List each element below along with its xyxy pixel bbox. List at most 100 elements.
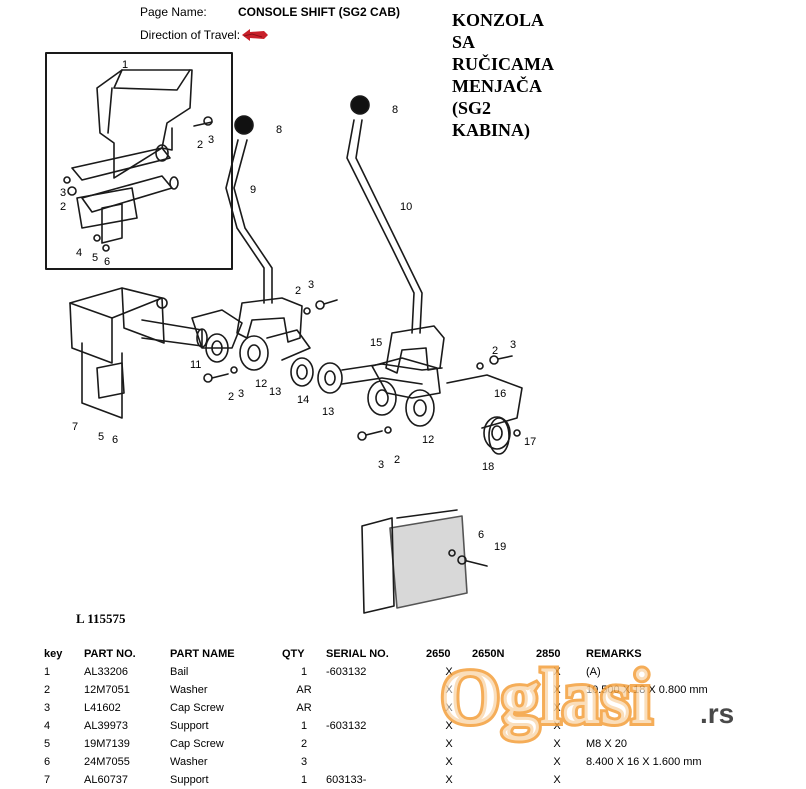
part-name-cell: Support (170, 720, 209, 732)
model-2850-cell: X (553, 720, 561, 732)
model-2850-cell: X (553, 738, 561, 750)
remarks-cell: (A) (586, 666, 601, 678)
model-2850-cell: X (553, 756, 561, 768)
svg-text:19: 19 (494, 541, 506, 553)
svg-text:9: 9 (250, 184, 256, 196)
key-cell: 2 (44, 684, 51, 696)
exploded-parts-diagram: 1 2 3 3 2 4 5 6 8 8 9 10 2 3 11 12 13 14… (45, 52, 536, 614)
qty-cell: AR (296, 702, 312, 714)
svg-text:16: 16 (494, 388, 506, 400)
qty-cell: AR (296, 684, 312, 696)
page-name-label: Page Name: (140, 5, 207, 19)
part-name-cell: Support (170, 774, 209, 786)
svg-text:8: 8 (276, 124, 282, 136)
svg-text:10: 10 (400, 201, 412, 213)
part-name-cell: Bail (170, 666, 189, 678)
watermark-suffix: .rs (700, 698, 734, 729)
part-number-cell: 12M7051 (84, 684, 130, 696)
svg-text:13: 13 (322, 406, 334, 418)
svg-text:6: 6 (112, 434, 118, 446)
title-line: SA (452, 32, 476, 52)
model-2850-cell: X (553, 774, 561, 786)
direction-of-travel-label: Direction of Travel: (140, 28, 241, 42)
qty-cell: 3 (300, 756, 308, 768)
part-number-cell: AL33206 (84, 666, 129, 678)
column-header: key (44, 648, 63, 660)
serial-number-cell (326, 735, 426, 753)
qty-cell: 2 (300, 738, 308, 750)
part-number-cell: 19M7139 (84, 738, 130, 750)
model-2850-cell: X (553, 684, 561, 696)
svg-text:3: 3 (378, 459, 384, 471)
svg-text:3: 3 (60, 187, 66, 199)
watermark-text: Oglasi (440, 655, 652, 740)
title-line: RUČICAMA (452, 54, 554, 74)
svg-text:5: 5 (92, 252, 98, 264)
serial-number-cell (326, 681, 426, 699)
serbian-title: KONZOLA SA RUČICAMA MENJAČA (SG2 KABINA) (452, 9, 592, 141)
svg-text:4: 4 (76, 247, 82, 259)
qty-cell: 1 (300, 774, 308, 786)
model-2650n-cell (472, 771, 536, 789)
qty-cell: 1 (300, 666, 308, 678)
model-2650-cell: X (445, 774, 453, 786)
svg-text:2: 2 (394, 454, 400, 466)
title-line: KABINA) (452, 120, 531, 140)
model-2650-cell: X (445, 684, 453, 696)
svg-text:18: 18 (482, 461, 494, 473)
model-2650-cell: X (445, 738, 453, 750)
svg-text:7: 7 (72, 421, 78, 433)
serial-number-cell: -603132 (326, 720, 367, 732)
key-cell: 5 (44, 738, 51, 750)
model-2850-cell: X (553, 702, 561, 714)
column-header: SERIAL NO. (326, 648, 389, 660)
svg-text:17: 17 (524, 436, 536, 448)
title-line: KONZOLA (452, 10, 545, 30)
svg-text:11: 11 (190, 359, 201, 371)
drawing-number: L 115575 (76, 611, 126, 626)
qty-cell: 1 (300, 720, 308, 732)
part-name-cell: Cap Screw (170, 702, 224, 714)
oglasi-watermark-logo: Oglasi Oglasi .rs (440, 655, 734, 743)
serial-number-cell (326, 699, 426, 717)
svg-text:14: 14 (297, 394, 309, 406)
svg-text:13: 13 (269, 386, 281, 398)
model-2650n-cell (472, 753, 536, 771)
model-2650-cell: X (445, 756, 453, 768)
column-header: PART NO. (84, 648, 136, 660)
serial-number-cell: -603132 (326, 666, 367, 678)
page-name-value: CONSOLE SHIFT (SG2 CAB) (238, 5, 401, 19)
model-2850-cell: X (553, 666, 561, 678)
part-number-cell: L41602 (84, 702, 121, 714)
parts-table: key PART NO. PART NAME QTY SERIAL NO. 26… (44, 645, 736, 789)
svg-text:6: 6 (478, 529, 484, 541)
svg-text:3: 3 (238, 388, 244, 400)
svg-text:2: 2 (197, 139, 203, 151)
column-header: REMARKS (586, 648, 642, 660)
watermark-text-fill: Oglasi (440, 655, 652, 740)
remarks-cell: 10.500 X 18 X 0.800 mm (586, 684, 708, 696)
key-cell: 4 (44, 720, 51, 732)
svg-text:3: 3 (208, 134, 214, 146)
svg-text:8: 8 (392, 104, 398, 116)
svg-text:5: 5 (98, 431, 104, 443)
svg-text:2: 2 (492, 345, 498, 357)
serial-number-cell: 603133- (326, 774, 367, 786)
part-number-cell: AL39973 (84, 720, 129, 732)
svg-text:12: 12 (255, 378, 267, 390)
model-2650-cell: X (445, 702, 453, 714)
svg-text:12: 12 (422, 434, 434, 446)
svg-text:2: 2 (60, 201, 66, 213)
model-2650-cell: X (445, 720, 453, 732)
part-number-cell: AL60737 (84, 774, 129, 786)
svg-text:6: 6 (104, 256, 110, 268)
table-header-row: key PART NO. PART NAME QTY SERIAL NO. 26… (44, 645, 736, 663)
red-arrow-icon (242, 29, 268, 41)
svg-text:2: 2 (228, 391, 234, 403)
svg-text:15: 15 (370, 337, 382, 349)
column-header: 2850 (536, 648, 561, 660)
remarks-cell: M8 X 20 (586, 738, 627, 750)
